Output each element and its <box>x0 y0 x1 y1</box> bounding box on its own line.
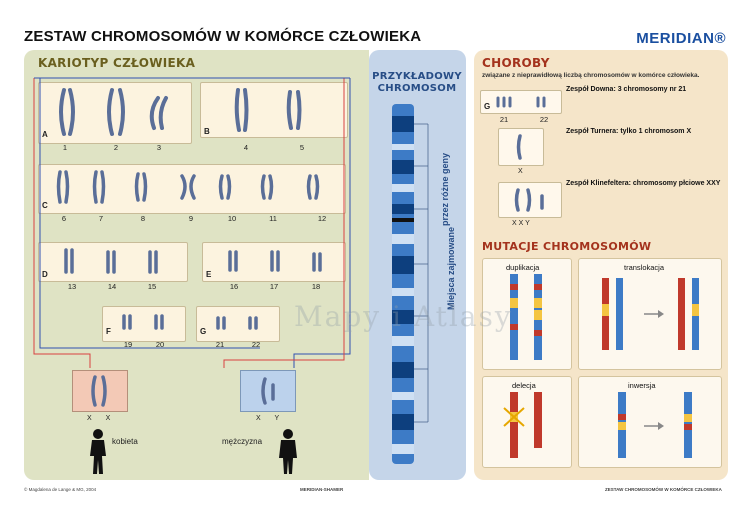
male-sex-chromosomes-box <box>240 370 296 412</box>
down-syndrome-box <box>480 90 562 114</box>
male-chromosomes <box>261 377 275 405</box>
chromosome-number: 6 <box>61 214 67 223</box>
genes-label: przez różne geny <box>440 152 450 226</box>
karyotype-title: KARIOTYP CZŁOWIEKA <box>38 56 196 70</box>
chromosome-number: 16 <box>229 282 239 291</box>
group-f-box <box>102 306 186 342</box>
footer-publisher: MERIDIAN-SHAMER <box>300 487 344 492</box>
chromosome-number: 2 <box>113 143 119 152</box>
chromosome-number: 7 <box>98 214 104 223</box>
group-f-label: F <box>106 327 111 336</box>
down-syndrome-title: Zespół Downa: 3 chromosomy nr 21 <box>566 86 687 93</box>
chromosome-number: 13 <box>67 282 77 291</box>
group-e-label: E <box>206 270 212 279</box>
chromosome-number: 22 <box>251 340 261 349</box>
klinefelter-label: X X Y <box>512 220 530 227</box>
group-g-label: G <box>200 327 207 336</box>
deletion-box <box>482 376 572 468</box>
down-chromosomes <box>496 96 546 108</box>
group-b-label: B <box>204 127 210 136</box>
turner-chromosome <box>516 134 522 160</box>
duplication-label: duplikacja <box>506 263 540 272</box>
group-g-chromosomes <box>216 316 258 330</box>
mutations-title: MUTACJE CHROMOSOMÓW <box>482 240 652 253</box>
translocation-diagram <box>602 278 699 350</box>
group-a-label: A <box>42 130 48 139</box>
group-c-chromosomes <box>56 170 320 204</box>
chromosome-number: 17 <box>269 282 279 291</box>
turner-label: X <box>518 168 523 175</box>
chromosome-number: 20 <box>155 340 165 349</box>
chromosome-number: 1 <box>62 143 68 152</box>
example-chromosome-panel <box>369 50 466 480</box>
down-number-22: 22 <box>539 115 549 124</box>
female-chromosome-labels: X X <box>87 415 117 422</box>
male-chromosome-labels: X Y <box>256 415 286 422</box>
female-silhouette-icon <box>90 429 106 474</box>
down-group-label: G <box>484 102 491 111</box>
chromosome-number: 12 <box>317 214 327 223</box>
watermark: Mapy i Atlasy <box>294 300 513 333</box>
group-f-chromosomes <box>122 314 164 330</box>
group-d-chromosomes <box>64 248 158 274</box>
chromosome-number: 9 <box>188 214 194 223</box>
duplication-diagram <box>510 274 542 360</box>
group-b-chromosomes <box>234 88 302 132</box>
down-number-21: 21 <box>499 115 509 124</box>
diseases-subtitle: związane z nieprawidłową liczbą chromoso… <box>482 72 700 79</box>
connector-lines <box>33 77 351 368</box>
chromosome-number: 4 <box>243 143 249 152</box>
turner-syndrome-box <box>498 128 544 166</box>
translocation-label: translokacja <box>624 263 665 272</box>
turner-syndrome-title: Zespół Turnera: tylko 1 chromosom X <box>566 128 692 135</box>
brand-logo: MERIDIAN® <box>636 30 726 47</box>
klinefelter-chromosomes <box>514 188 544 212</box>
example-title-line1: PRZYKŁADOWY <box>372 71 462 82</box>
female-label: kobieta <box>112 437 138 446</box>
group-e-box <box>202 242 346 282</box>
places-label: Miejsca zajmowane <box>446 226 456 310</box>
group-b-box <box>200 82 348 138</box>
group-e-chromosomes <box>228 250 322 272</box>
chromosome-number: 19 <box>123 340 133 349</box>
chromosome-number: 14 <box>107 282 117 291</box>
chromosome-number: 5 <box>299 143 305 152</box>
group-g-box <box>196 306 280 342</box>
deletion-diagram <box>503 392 542 458</box>
inversion-label: inwersja <box>628 381 656 390</box>
chromosome-number: 15 <box>147 282 157 291</box>
chromosome-number: 11 <box>269 214 277 223</box>
example-title-line2: CHROMOSOM <box>377 83 457 94</box>
chromosome-number: 10 <box>227 214 237 223</box>
female-chromosomes <box>91 375 107 407</box>
duplication-box <box>482 258 572 370</box>
page-title: ZESTAW CHROMOSOMÓW W KOMÓRCE CZŁOWIEKA <box>24 28 422 45</box>
example-chromosome <box>392 104 429 464</box>
deletion-label: delecja <box>512 381 536 390</box>
chromosome-number: 8 <box>140 214 146 223</box>
female-sex-chromosomes-box <box>72 370 128 412</box>
klinefelter-syndrome-title: Zespół Klinefeltera: chromosomy płciowe … <box>566 180 721 187</box>
inversion-diagram <box>618 392 692 458</box>
male-label: mężczyzna <box>222 437 263 446</box>
group-d-label: D <box>42 270 48 279</box>
footer-copyright: © Magdalena de Lange & MG, 2004 <box>24 487 97 492</box>
chromosome-number: 21 <box>215 340 225 349</box>
footer-title: ZESTAW CHROMOSOMÓW W KOMÓRCE CZŁOWIEKA <box>605 487 722 492</box>
chromosome-number: 3 <box>156 143 162 152</box>
group-a-chromosomes <box>59 88 168 136</box>
inversion-box <box>578 376 722 468</box>
male-silhouette-icon <box>279 429 297 474</box>
chromosome-number: 18 <box>311 282 321 291</box>
diseases-title: CHOROBY <box>482 56 550 70</box>
group-c-label: C <box>42 201 48 210</box>
